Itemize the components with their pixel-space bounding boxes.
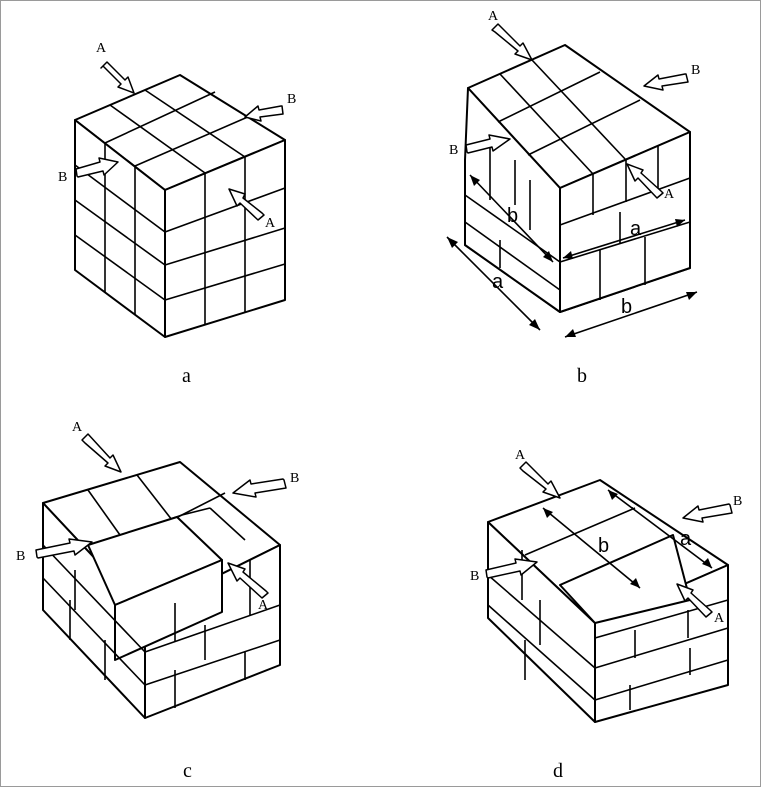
arrow-a-front (626, 163, 664, 199)
caption-c: c (183, 760, 192, 782)
caption-d: d (553, 760, 563, 782)
dim-label-b-inner: b (507, 205, 518, 227)
arrow-a-front (676, 583, 713, 618)
label-b-right: B (733, 494, 742, 509)
arrow-a-top (100, 61, 135, 94)
dim-a-top (607, 489, 713, 569)
arrow-b-left (35, 538, 93, 559)
figure-a: A B B A a (58, 41, 296, 387)
caption-b: b (577, 365, 587, 387)
dim-label-a-left: a (492, 271, 504, 293)
label-a-front: A (265, 216, 276, 231)
figure-d: A B B A b a d (470, 448, 742, 782)
caption-a: a (182, 365, 191, 387)
dim-a-left (446, 236, 541, 331)
label-b-left: B (470, 569, 479, 584)
arrow-b-left (465, 134, 511, 154)
dim-b-front (564, 291, 698, 338)
label-a-top: A (488, 9, 499, 24)
arrow-a-top (519, 461, 561, 499)
arrow-a-top (491, 23, 533, 61)
arrow-b-left (75, 157, 119, 178)
dim-label-b-front: b (621, 296, 632, 318)
arrow-b-right (682, 503, 733, 523)
figure-b: A B B A a b b a b (446, 9, 700, 387)
label-b-left: B (449, 143, 458, 158)
dim-b-top (542, 507, 641, 589)
figure-c: A B B A c (16, 420, 299, 782)
label-a-top: A (515, 448, 526, 463)
arrow-a-front (227, 562, 269, 599)
label-a-front: A (258, 598, 269, 613)
dim-label-a-inner: a (630, 218, 642, 240)
arrow-a-front (228, 188, 265, 221)
label-b-right: B (691, 63, 700, 78)
arrow-b-right (643, 73, 689, 91)
label-b-left: B (16, 549, 25, 564)
arrow-b-right (232, 478, 287, 498)
label-b-right: B (290, 471, 299, 486)
label-b-left: B (58, 170, 67, 185)
label-a-top: A (96, 41, 107, 56)
label-a-front: A (664, 187, 675, 202)
dim-label-b-top: b (598, 535, 609, 557)
label-a-top: A (72, 420, 83, 435)
label-a-front: A (714, 611, 725, 626)
arrow-a-top (81, 433, 122, 473)
dim-label-a-top: a (680, 528, 692, 550)
arrow-b-right (244, 105, 284, 122)
arrow-b-left (485, 558, 538, 579)
label-b-right: B (287, 92, 296, 107)
